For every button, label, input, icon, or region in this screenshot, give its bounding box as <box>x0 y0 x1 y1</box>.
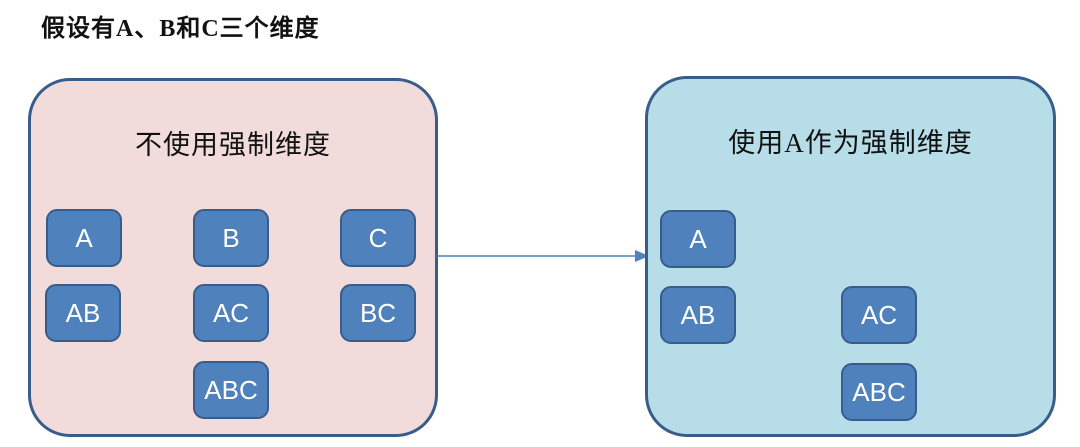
left-panel-title: 不使用强制维度 <box>135 130 331 160</box>
left-node-C: C <box>340 209 416 267</box>
left-node-BC: BC <box>340 284 416 342</box>
left-node-A: A <box>46 209 122 267</box>
right-node-AC: AC <box>841 286 917 344</box>
right-panel-title: 使用A作为强制维度 <box>728 128 973 158</box>
left-node-B: B <box>193 209 269 267</box>
flow-arrow-icon <box>437 250 649 262</box>
panel-forced-dimension-a: 使用A作为强制维度 A AB AC ABC <box>645 76 1056 437</box>
right-node-A: A <box>660 210 736 268</box>
left-node-AB: AB <box>45 284 121 342</box>
right-node-AB: AB <box>660 286 736 344</box>
left-node-ABC: ABC <box>193 361 269 419</box>
page-title: 假设有A、B和C三个维度 <box>41 16 320 42</box>
left-node-AC: AC <box>193 284 269 342</box>
arrow-head-icon <box>635 250 649 262</box>
panel-no-forced-dimension: 不使用强制维度 A B C AB AC BC ABC <box>28 78 438 437</box>
right-node-ABC: ABC <box>841 363 917 421</box>
